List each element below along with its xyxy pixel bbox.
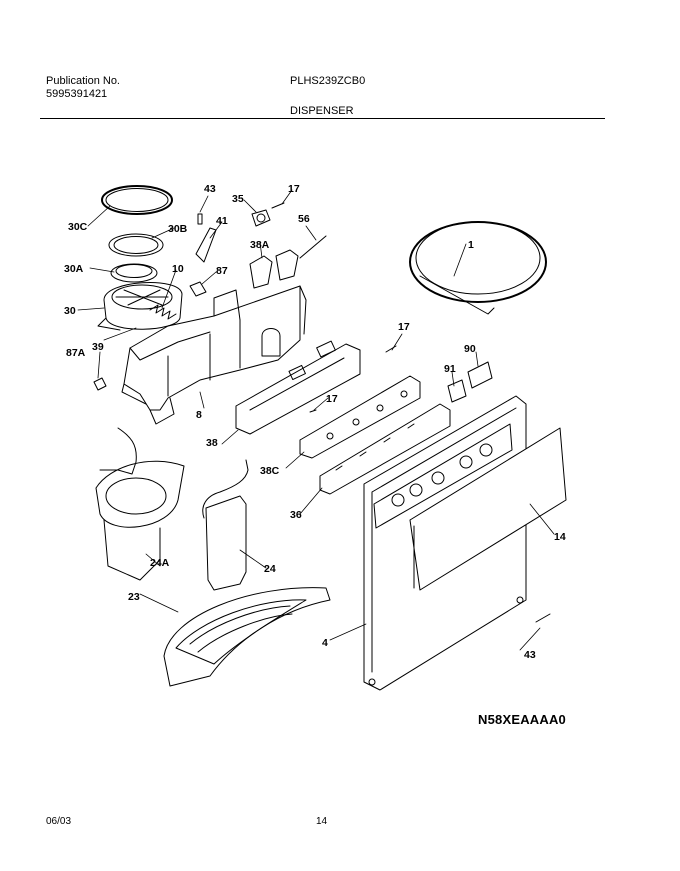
part-91-bracket (447, 379, 467, 403)
label-87: 87 (216, 265, 228, 277)
part-30a-plate (110, 263, 158, 283)
part-1-tubing (409, 221, 547, 315)
label-30a: 30A (64, 263, 84, 275)
label-14: 14 (554, 531, 566, 543)
part-23-drip-tray (163, 587, 331, 687)
label-10: 10 (172, 263, 184, 275)
label-41: 41 (216, 215, 228, 227)
label-24a: 24A (150, 557, 170, 569)
label-4: 4 (322, 637, 328, 649)
label-91: 91 (444, 363, 456, 375)
publication-label: Publication No. (46, 75, 120, 87)
label-87a: 87A (66, 347, 86, 359)
model-number: PLHS239ZCB0 (290, 75, 366, 87)
part-30b-seal (108, 233, 164, 257)
part-35-switch (251, 209, 271, 227)
label-56: 56 (298, 213, 310, 225)
screws (197, 202, 551, 623)
publication-number: 5995391421 (46, 88, 108, 100)
leader-lines (77, 189, 555, 651)
part-38a-actuators (249, 249, 299, 289)
label-17-low: 17 (326, 393, 338, 405)
label-30: 30 (64, 305, 76, 317)
part-30c-gasket-ring (101, 185, 173, 215)
label-43-low: 43 (524, 649, 536, 661)
part-38c-switch-panel (299, 375, 421, 459)
part-4-front-panel (363, 395, 527, 691)
label-39: 39 (92, 341, 104, 353)
label-38a: 38A (250, 239, 270, 251)
label-1: 1 (468, 239, 474, 251)
part-24-water-chute (202, 459, 249, 591)
label-43-top: 43 (204, 183, 216, 195)
label-38c: 38C (260, 465, 280, 477)
part-87-clip (189, 281, 207, 297)
part-30-housing (97, 282, 183, 331)
part-24a-ice-chute (95, 427, 185, 581)
footer-date: 06/03 (46, 816, 72, 827)
part-38-control-board (235, 340, 361, 435)
part-90-bracket (467, 361, 493, 389)
label-17-top: 17 (288, 183, 300, 195)
header-rule (40, 118, 605, 119)
label-30b: 30B (168, 223, 188, 235)
part-41-bracket (195, 227, 217, 263)
label-17-mid: 17 (398, 321, 410, 333)
section-title: DISPENSER (290, 105, 354, 117)
label-36: 36 (290, 509, 302, 521)
label-23: 23 (128, 591, 140, 603)
footer-page-number: 14 (316, 816, 328, 827)
label-90: 90 (464, 343, 476, 355)
part-14-overlay (409, 427, 567, 591)
diagram-code: N58XEAAAA0 (478, 712, 566, 727)
label-8: 8 (196, 409, 202, 421)
label-35: 35 (232, 193, 244, 205)
part-87a-clip (93, 377, 107, 391)
label-38: 38 (206, 437, 218, 449)
label-30c: 30C (68, 221, 88, 233)
part-10-spring (149, 304, 177, 320)
label-24: 24 (264, 563, 276, 575)
part-8-chute-housing (121, 285, 307, 425)
